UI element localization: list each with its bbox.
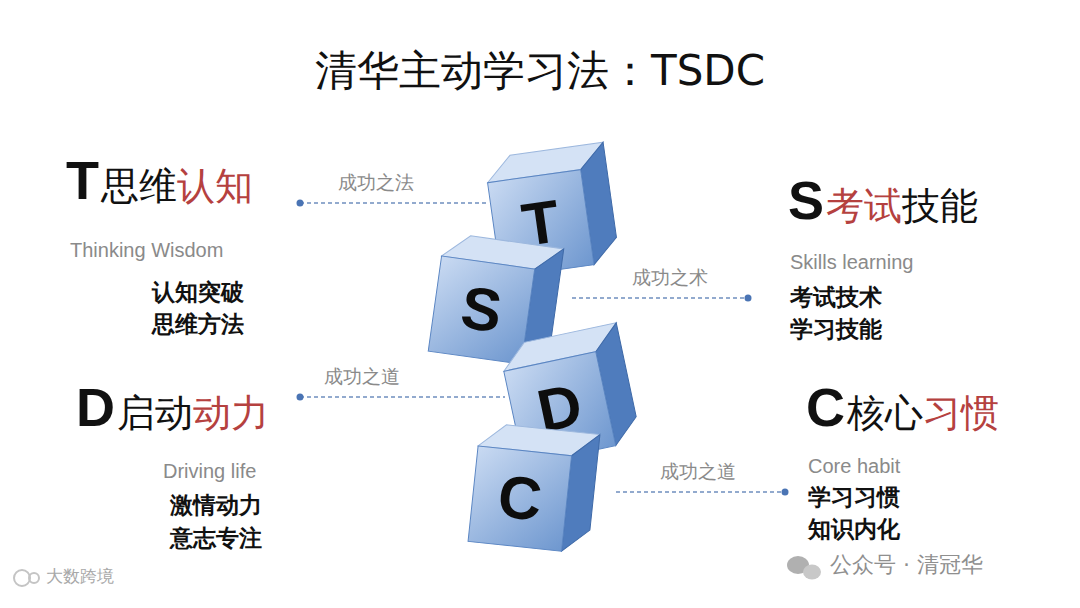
heading-word: 考试 xyxy=(826,184,902,230)
heading-word: 核心 xyxy=(847,391,923,437)
section-heading: T思维认知 xyxy=(66,148,253,213)
leader-dot xyxy=(297,200,304,207)
leader-dot xyxy=(745,295,752,302)
heading-letter: T xyxy=(66,148,99,213)
heading-word: 认知 xyxy=(177,164,253,210)
section-heading: D启动动力 xyxy=(76,375,269,440)
wechat-icon xyxy=(787,556,821,580)
leader-line xyxy=(300,202,488,204)
diagram-title: 清华主动学习法：TSDC xyxy=(315,46,765,96)
cube-letter: S xyxy=(433,259,531,360)
leader-line xyxy=(616,491,785,493)
watermark: 大数跨境 xyxy=(46,566,114,586)
leader-label: 成功之法 xyxy=(336,171,416,194)
leader-label: 成功之道 xyxy=(322,365,402,388)
heading-word: 技能 xyxy=(902,184,978,230)
leader-line xyxy=(300,396,505,398)
item-text: 学习技能 xyxy=(790,316,882,344)
heading-letter: C xyxy=(806,375,845,440)
leader-label: 成功之术 xyxy=(630,266,710,289)
heading-letter: D xyxy=(76,375,115,440)
subtitle: Thinking Wisdom xyxy=(70,238,223,262)
leader-line xyxy=(572,297,748,299)
watermark: 公众号 · 清冠华 xyxy=(830,552,983,578)
heading-word: 思维 xyxy=(101,164,177,210)
cube-letter: C xyxy=(472,448,567,546)
heading-word: 启动 xyxy=(117,391,193,437)
leader-label: 成功之道 xyxy=(658,460,738,483)
subtitle: Skills learning xyxy=(790,250,913,274)
item-text: 意志专注 xyxy=(170,525,262,553)
section-heading: S考试技能 xyxy=(788,168,978,233)
item-text: 激情动力 xyxy=(170,492,262,520)
leader-dot xyxy=(297,394,304,401)
letter-cube: C xyxy=(464,418,605,559)
section-heading: C核心习惯 xyxy=(806,375,999,440)
heading-word: 习惯 xyxy=(923,391,999,437)
watermark-icon xyxy=(14,570,39,586)
subtitle: Driving life xyxy=(163,459,256,483)
item-text: 思维方法 xyxy=(152,311,244,339)
heading-letter: S xyxy=(788,168,824,233)
item-text: 知识内化 xyxy=(808,516,900,544)
item-text: 考试技术 xyxy=(790,284,882,312)
heading-word: 动力 xyxy=(193,391,269,437)
subtitle: Core habit xyxy=(808,454,900,478)
item-text: 认知突破 xyxy=(152,279,244,307)
item-text: 学习习惯 xyxy=(808,484,900,512)
leader-dot xyxy=(782,489,789,496)
